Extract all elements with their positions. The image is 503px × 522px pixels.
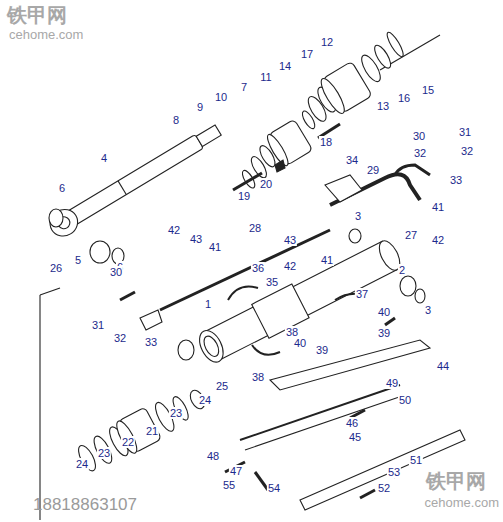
callout-number: 11: [259, 71, 272, 83]
callout-number: 20: [259, 178, 273, 190]
callout-number: 55: [222, 479, 236, 491]
callout-number: 3: [354, 210, 362, 222]
callout-number: 16: [397, 92, 411, 104]
callout-number: 44: [436, 360, 450, 372]
callout-number: 39: [377, 327, 391, 339]
watermark: 铁甲网: [6, 4, 68, 26]
watermark: 铁甲网: [425, 470, 487, 492]
callout-number: 28: [248, 222, 262, 234]
callout-number: 33: [449, 174, 463, 186]
watermark: 18818863107: [32, 496, 138, 514]
callout-number: 47: [229, 465, 243, 477]
callout-number: 26: [49, 262, 63, 274]
callout-number: 32: [413, 147, 427, 159]
watermark: cehome.com: [424, 496, 500, 510]
callout-number: 21: [145, 425, 159, 437]
callout-number: 15: [421, 84, 435, 96]
callout-number: 49: [385, 377, 399, 389]
callout-number: 23: [97, 447, 111, 459]
callout-number: 13: [376, 100, 390, 112]
callout-number: 42: [167, 224, 181, 236]
callout-number: 41: [320, 254, 334, 266]
callout-number: 36: [251, 262, 265, 274]
callout-number: 48: [206, 450, 220, 462]
callout-number: 40: [293, 337, 307, 349]
callout-number: 6: [58, 182, 66, 194]
callout-number: 29: [366, 164, 380, 176]
callout-number: 50: [398, 394, 412, 406]
callout-number: 34: [345, 154, 359, 166]
watermark: cehome.com: [8, 28, 84, 42]
callout-number: 18: [319, 136, 333, 148]
callout-number: 10: [214, 91, 228, 103]
callout-number: 5: [74, 254, 82, 266]
callout-number: 9: [196, 101, 204, 113]
callout-number: 37: [355, 288, 369, 300]
callout-number: 17: [300, 48, 314, 60]
callout-number: 51: [409, 454, 423, 466]
callout-number: 19: [237, 190, 251, 202]
callout-number: 43: [189, 233, 203, 245]
callout-number: 32: [460, 145, 474, 157]
callout-number: 40: [377, 306, 391, 318]
callout-number: 43: [283, 234, 297, 246]
callout-number: 42: [283, 260, 297, 272]
callout-number: 24: [198, 394, 212, 406]
callout-number: 2: [398, 264, 406, 276]
callout-number: 42: [431, 234, 445, 246]
callout-number: 52: [377, 482, 391, 494]
callout-number: 31: [91, 319, 105, 331]
callout-number: 7: [240, 81, 248, 93]
callout-number: 38: [251, 371, 265, 383]
callout-number: 45: [348, 431, 362, 443]
callout-number: 25: [215, 380, 229, 392]
callout-number: 30: [412, 130, 426, 142]
callout-number: 35: [265, 276, 279, 288]
callout-number: 54: [267, 482, 281, 494]
callout-number: 1: [204, 298, 212, 310]
callout-number: 4: [100, 152, 108, 164]
callout-number: 22: [121, 436, 135, 448]
callout-number: 27: [404, 229, 418, 241]
callout-number: 30: [109, 266, 123, 278]
callout-number: 3: [424, 304, 432, 316]
callout-number: 53: [387, 466, 401, 478]
callout-number: 41: [431, 201, 445, 213]
callout-number: 39: [315, 344, 329, 356]
callout-number: 12: [320, 36, 334, 48]
callout-number: 46: [345, 417, 359, 429]
callout-number: 24: [75, 458, 89, 470]
callout-number: 41: [208, 241, 222, 253]
callout-number: 23: [169, 407, 183, 419]
callout-number: 32: [113, 332, 127, 344]
callout-number: 31: [458, 126, 472, 138]
callout-number: 14: [278, 60, 292, 72]
callout-number: 8: [172, 114, 180, 126]
callout-number: 33: [144, 336, 158, 348]
